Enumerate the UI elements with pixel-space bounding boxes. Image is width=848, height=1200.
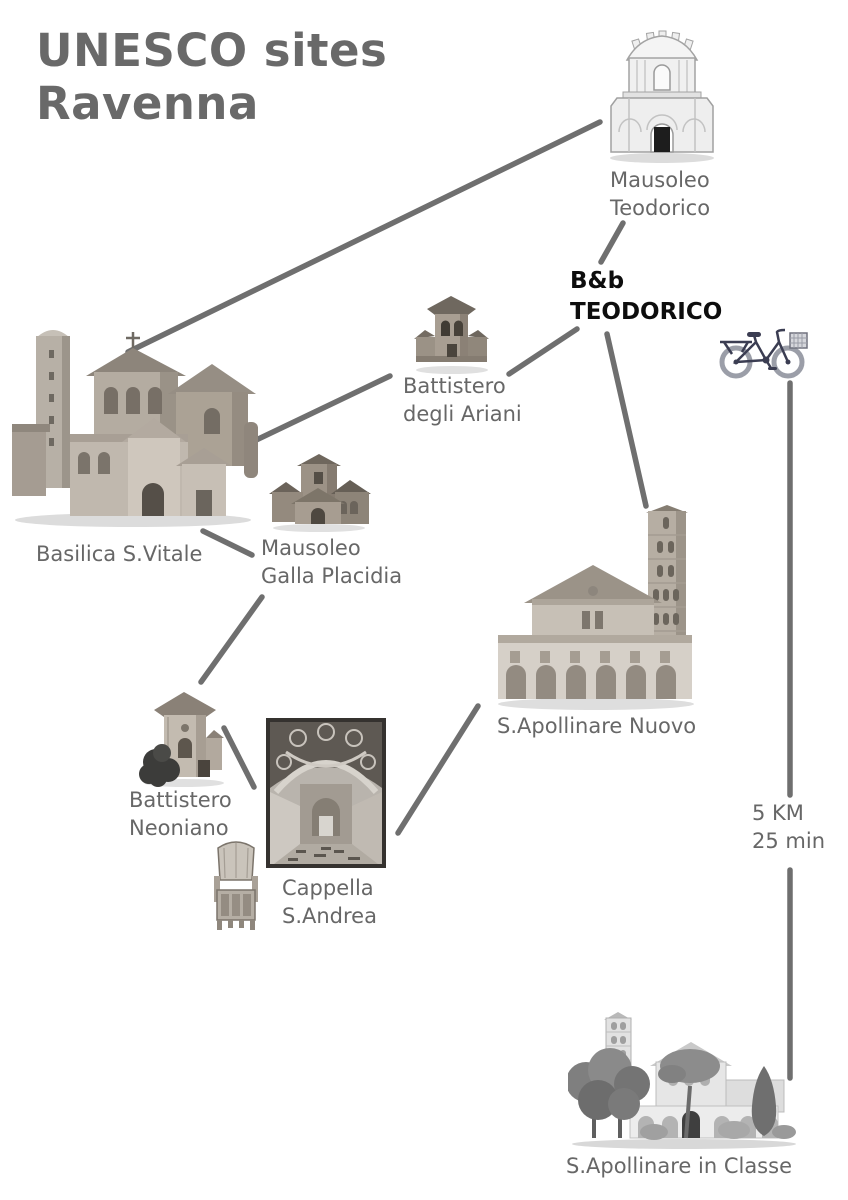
label-cappella-s-andrea-line2: S.Andrea: [282, 904, 377, 929]
site-mausoleo-galla-placidia: [265, 452, 373, 532]
label-battistero-neoniano: Battistero Neoniano: [129, 786, 232, 843]
connector-ariani-svitale: [247, 373, 393, 446]
site-s-apollinare-nuovo: [496, 503, 701, 713]
label-mausoleo-teodorico-line2: Teodorico: [610, 196, 711, 221]
label-cappella-s-andrea-line1: Cappella: [282, 876, 374, 900]
connector-svitale-gallaplacidia: [200, 528, 255, 558]
site-cappella-s-andrea: [266, 718, 386, 868]
bicycle: [712, 322, 812, 380]
site-s-apollinare-in-classe: [568, 1008, 801, 1154]
label-battistero-ariani: Battistero degli Ariani: [403, 372, 522, 429]
label-basilica-s-vitale-line1: Basilica S.Vitale: [36, 542, 203, 566]
route-distance-duration: 5 KM 25 min: [752, 799, 825, 856]
bicycle-icon: [719, 328, 808, 379]
hub-name-line2: TEODORICO: [570, 299, 723, 326]
site-basilica-s-vitale: [8, 322, 258, 528]
hub-name-line1: B&b: [570, 268, 625, 294]
hub-bnb-teodorico: B&b TEODORICO: [570, 266, 722, 328]
ivory-throne: [208, 838, 264, 932]
basilica-san-vitale-illustration: [12, 330, 258, 527]
label-s-apollinare-nuovo-line1: S.Apollinare Nuovo: [497, 714, 697, 738]
arian-baptistery-illustration: [414, 296, 489, 374]
label-cappella-s-andrea: Cappella S.Andrea: [282, 874, 377, 931]
label-mausoleo-teodorico-line1: Mausoleo: [610, 168, 710, 192]
mausoleum-galla-placidia-illustration: [269, 454, 371, 532]
connector-gallaplacidia-neoniano: [198, 594, 265, 685]
label-s-apollinare-in-classe: S.Apollinare in Classe: [566, 1152, 792, 1180]
site-battistero-ariani: [408, 292, 495, 374]
page-title-line1: UNESCO sites: [36, 24, 388, 77]
label-battistero-ariani-line1: Battistero: [403, 374, 506, 398]
ivory-throne-illustration: [214, 841, 258, 930]
label-mausoleo-teodorico: Mausoleo Teodorico: [610, 166, 710, 223]
neonian-baptistery-illustration: [139, 692, 224, 787]
route-distance: 5 KM: [752, 801, 804, 825]
label-s-apollinare-in-classe-line1: S.Apollinare in Classe: [566, 1154, 792, 1178]
label-mausoleo-galla-placidia: Mausoleo Galla Placidia: [261, 534, 402, 591]
sant-apollinare-nuovo-illustration: [498, 505, 694, 710]
label-battistero-neoniano-line1: Battistero: [129, 788, 232, 812]
sant-apollinare-in-classe-illustration: [568, 1012, 796, 1149]
page-title: UNESCO sites Ravenna: [36, 24, 387, 130]
label-mausoleo-galla-placidia-line1: Mausoleo: [261, 536, 361, 560]
connector-teodorico-hub: [598, 220, 626, 265]
connector-hub-apollinarenuovo: [604, 331, 649, 509]
label-mausoleo-galla-placidia-line2: Galla Placidia: [261, 564, 403, 589]
label-s-apollinare-nuovo: S.Apollinare Nuovo: [497, 712, 696, 740]
bicycle-basket: [789, 332, 808, 349]
site-battistero-neoniano: [138, 686, 230, 788]
label-battistero-neoniano-line2: Neoniano: [129, 816, 229, 841]
chapel-sant-andrea-illustration: [266, 718, 386, 868]
label-basilica-s-vitale: Basilica S.Vitale: [36, 540, 202, 568]
route-duration: 25 min: [752, 829, 825, 854]
connector-apollinarenuovo-cappella: [395, 703, 481, 836]
connector-teodorico-svitale: [125, 119, 603, 355]
label-battistero-ariani-line2: degli Ariani: [403, 402, 522, 427]
mausoleum-of-theodoric-illustration: [610, 30, 714, 163]
site-mausoleo-teodorico: [603, 26, 721, 166]
connector-hub-ariani: [506, 326, 580, 377]
page-title-line2: Ravenna: [36, 77, 259, 131]
